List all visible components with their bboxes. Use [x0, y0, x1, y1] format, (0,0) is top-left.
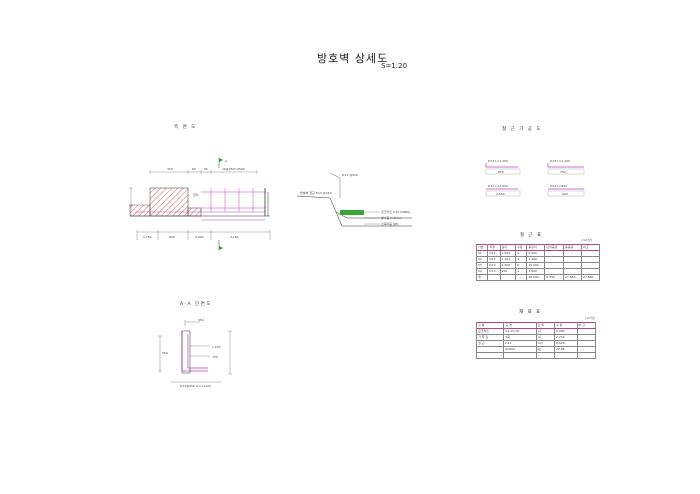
dim-top-3: 95 [204, 167, 208, 171]
rebar-shape-s3: D13 L=2,500 2,500 [485, 184, 521, 197]
sheet-title: 방호벽 상세도 [317, 52, 389, 65]
svg-text:900: 900 [562, 192, 568, 196]
aa-dim-2: 350 [162, 351, 168, 355]
table-cell [554, 352, 578, 359]
dim-top-4: 10@250=2500 [222, 167, 245, 171]
svg-text:750: 750 [560, 170, 566, 174]
table-cell: 27.860 [580, 274, 601, 281]
svg-text:2,500: 2,500 [496, 192, 505, 196]
rebar-table-unit: (1m당) [582, 238, 592, 242]
callout-right-2: 방수층 t=5mm [381, 215, 402, 220]
side-section-drawing: A 350 60 95 10@250=2500 헌치 1,750 800 3,0… [129, 158, 271, 250]
section-marker-bottom [218, 240, 223, 250]
rebar-shape-s4: D13 L=900 900 [547, 184, 585, 197]
table-cell [487, 274, 501, 281]
table-cell: 27.860 [563, 274, 582, 281]
rebar-table-header: 기호 직경 길이 수량 총길이 단위중량 총중량 비고 [475, 244, 601, 251]
table-cell: 계 [475, 274, 489, 281]
rebar-detail-drawing: 350 350 1,150 750 D13@250 (L=1,100) [158, 318, 232, 388]
sheet-scale: S=1:20 [381, 62, 408, 70]
svg-text:D13 L=1,100: D13 L=1,100 [550, 159, 570, 163]
rebar-shape-s1: D13 L=1,250 850 [485, 159, 521, 175]
dim-bottom-1: 1,750 [143, 235, 152, 239]
svg-text:850: 850 [498, 170, 504, 174]
svg-text:D13 L=900: D13 L=900 [550, 184, 567, 188]
rebar-shape-s2: D13 L=1,100 750 [547, 159, 585, 175]
material-table-unit: (1m당) [585, 316, 595, 320]
table-cell [503, 352, 537, 359]
rebar-detail-title: A-A 단면도 [180, 302, 212, 307]
detail-callout-drawing: 방호벽 철근 D13 @250 D13 @250 콘크리트 fck=24MPa … [296, 172, 412, 227]
table-cell [576, 352, 597, 359]
callout-line-1: 방호벽 철근 D13 @250 [300, 190, 332, 195]
callout-right-1: 콘크리트 fck=24MPa [381, 209, 410, 214]
rebar-processing-title: 철 근 가 공 도 [502, 127, 542, 132]
table-cell: 28,000 [526, 274, 546, 281]
aa-dim-3: 1,150 [212, 345, 221, 349]
section-view-title: 측 면 도 [174, 125, 197, 130]
side-note: 헌치 [193, 192, 199, 197]
table-row [475, 352, 597, 359]
table-cell [475, 352, 505, 359]
callout-right-3: 신축이음 설치 [381, 221, 399, 226]
table-cell: 0.995 [544, 274, 564, 281]
dim-bottom-3: 3,000 [195, 235, 204, 239]
aa-caption: D13@250 (L=1,100) [180, 384, 211, 388]
rebar-processing-drawing: D13 L=1,250 850 D13 L=1,100 750 D13 L=2,… [485, 159, 585, 197]
rebar-table-title: 철 근 표 [520, 233, 543, 238]
dim-top-2: 60 [192, 167, 196, 171]
callout-line-2: D13 @250 [342, 173, 358, 177]
svg-text:D13 L=1,250: D13 L=1,250 [488, 159, 508, 163]
section-marker-top [218, 158, 223, 168]
aa-dim-1: 350 [198, 318, 204, 322]
dim-bottom-4: 4,160 [230, 235, 239, 239]
dim-top-1: 350 [167, 167, 173, 171]
table-cell [535, 352, 556, 359]
table-cell [514, 274, 528, 281]
dim-bottom-2: 800 [169, 235, 175, 239]
material-table-title: 재 료 표 [519, 310, 542, 315]
aa-dim-4: 750 [212, 355, 218, 359]
svg-text:D13 L=2,500: D13 L=2,500 [488, 184, 508, 188]
table-cell [499, 274, 516, 281]
marker-label-top: A [225, 159, 228, 163]
